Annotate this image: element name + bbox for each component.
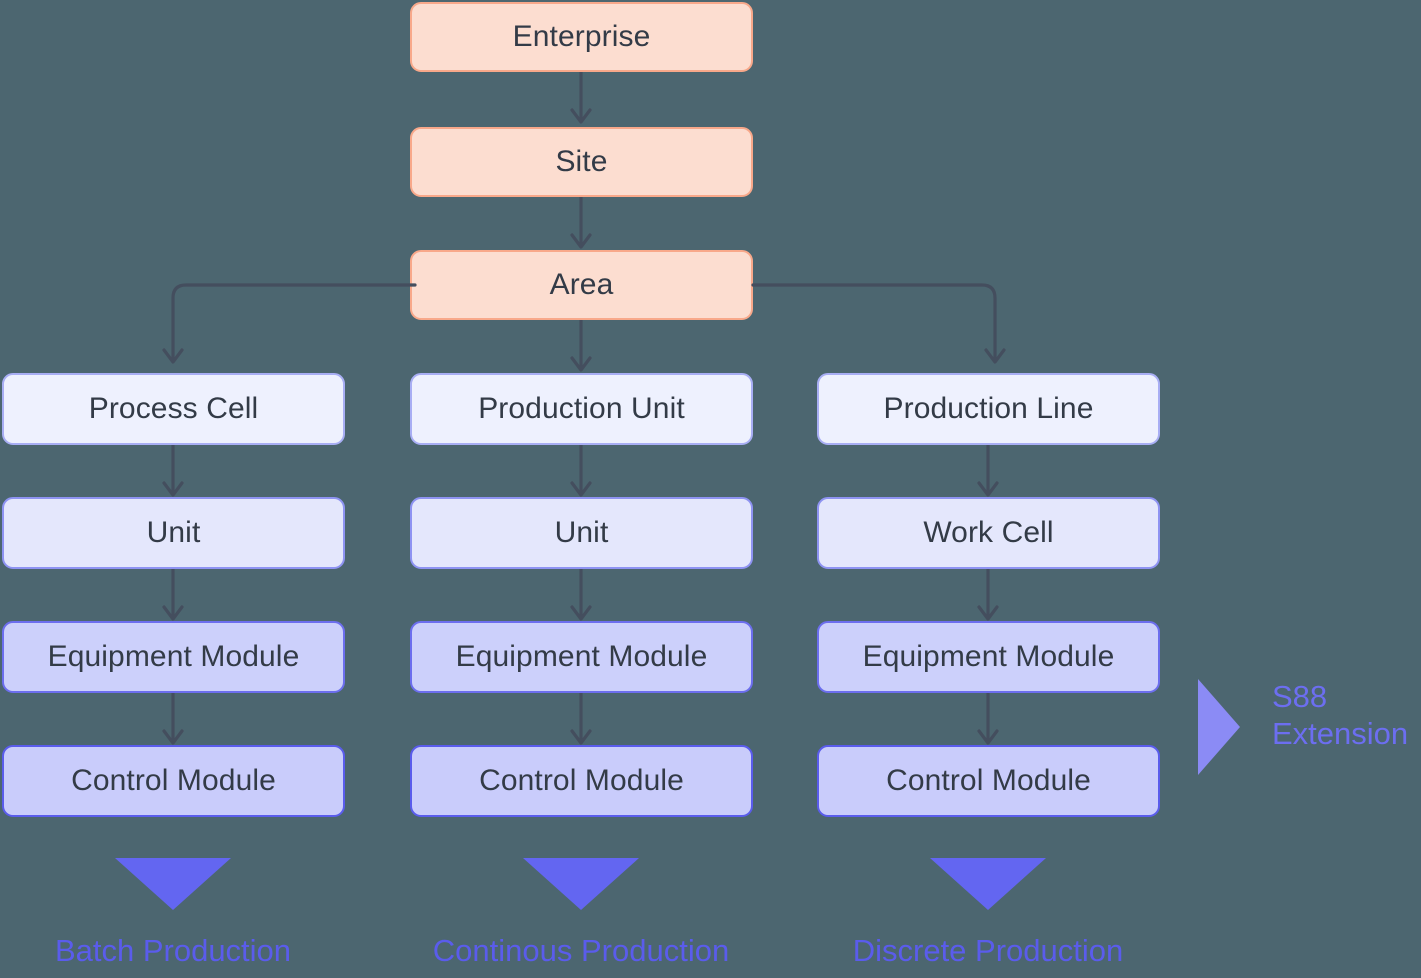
node-label: Control Module [71, 764, 276, 797]
node-label: Control Module [886, 764, 1091, 797]
connector-equipment-module-to-control-module-discrete [974, 693, 1002, 748]
connector-area-to-production-line [740, 276, 1010, 371]
node-label: Unit [554, 516, 609, 549]
node-label: Equipment Module [862, 640, 1115, 673]
connector-production-unit-to-unit [567, 445, 595, 500]
connector-production-line-to-work-cell [974, 445, 1002, 500]
node-unit-continuous[interactable]: Unit [410, 497, 753, 569]
node-label: Area [549, 268, 614, 301]
s88-extension-label: S88 Extension [1272, 679, 1408, 752]
connector-work-cell-to-equipment-module-discrete [974, 569, 1002, 624]
node-label: Equipment Module [47, 640, 300, 673]
node-equipment-module-batch[interactable]: Equipment Module [2, 621, 345, 693]
node-production-unit[interactable]: Production Unit [410, 373, 753, 445]
s88-extension-marker-icon [1198, 679, 1240, 775]
connector-equipment-module-to-control-module-continuous [567, 693, 595, 748]
connector-unit-to-equipment-module-continuous [567, 569, 595, 624]
caption-continuous-production: Continous Production [432, 933, 730, 968]
node-label: Production Unit [478, 392, 685, 425]
node-control-module-continuous[interactable]: Control Module [410, 745, 753, 817]
connector-enterprise-to-site [567, 72, 595, 127]
node-label: Work Cell [923, 516, 1054, 549]
node-equipment-module-continuous[interactable]: Equipment Module [410, 621, 753, 693]
node-label: Site [555, 145, 608, 178]
connector-unit-to-equipment-module-batch [159, 569, 187, 624]
node-label: Control Module [479, 764, 684, 797]
connector-process-cell-to-unit [159, 445, 187, 500]
node-label: Production Line [883, 392, 1094, 425]
connector-area-to-production-unit [567, 320, 595, 375]
connector-equipment-module-to-control-module-batch [159, 693, 187, 748]
outcome-arrow-continuous [523, 858, 639, 910]
s88-extension-line-2: Extension [1272, 715, 1409, 751]
node-process-cell[interactable]: Process Cell [2, 373, 345, 445]
caption-discrete-production: Discrete Production [852, 933, 1124, 968]
node-production-line[interactable]: Production Line [817, 373, 1160, 445]
node-control-module-batch[interactable]: Control Module [2, 745, 345, 817]
node-enterprise[interactable]: Enterprise [410, 2, 753, 72]
node-unit-batch[interactable]: Unit [2, 497, 345, 569]
connector-area-to-process-cell [160, 276, 430, 371]
node-work-cell[interactable]: Work Cell [817, 497, 1160, 569]
caption-batch-production: Batch Production [54, 933, 292, 968]
node-control-module-discrete[interactable]: Control Module [817, 745, 1160, 817]
node-label: Equipment Module [455, 640, 708, 673]
outcome-arrow-discrete [930, 858, 1046, 910]
connector-site-to-area [567, 197, 595, 252]
node-site[interactable]: Site [410, 127, 753, 197]
node-label: Unit [146, 516, 201, 549]
node-label: Enterprise [512, 20, 651, 53]
outcome-arrow-batch [115, 858, 231, 910]
s88-extension-line-1: S88 [1272, 679, 1328, 714]
node-area[interactable]: Area [410, 250, 753, 320]
node-equipment-module-discrete[interactable]: Equipment Module [817, 621, 1160, 693]
node-label: Process Cell [88, 392, 259, 425]
